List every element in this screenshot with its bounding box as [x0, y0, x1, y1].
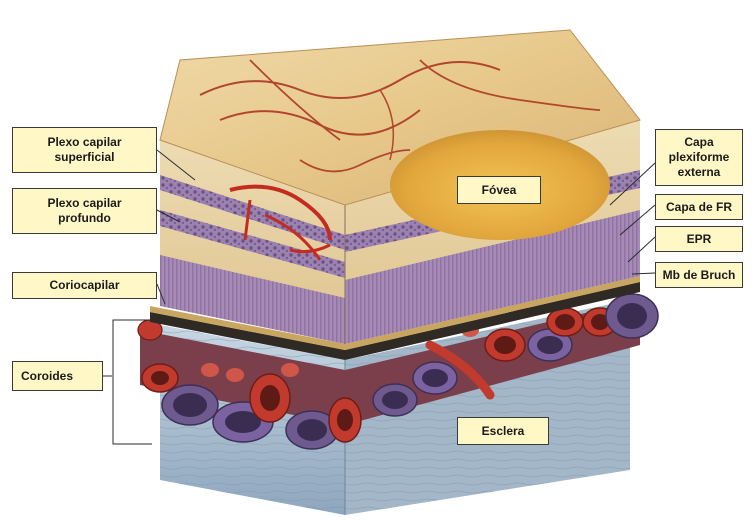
label-plexo-capilar-profundo: Plexo capilar profundo: [12, 188, 157, 234]
label-capa-plexiforme-externa: Capa plexiforme externa: [655, 129, 743, 186]
label-coroides: Coroides: [12, 361, 103, 391]
label-epr: EPR: [655, 226, 743, 252]
label-fovea: Fóvea: [457, 176, 541, 204]
label-capa-de-fr: Capa de FR: [655, 194, 743, 220]
label-plexo-capilar-superficial: Plexo capilar superficial: [12, 127, 157, 173]
label-mb-de-bruch: Mb de Bruch: [655, 262, 743, 288]
label-esclera: Esclera: [457, 417, 549, 445]
label-coriocapilar: Coriocapilar: [12, 272, 157, 299]
